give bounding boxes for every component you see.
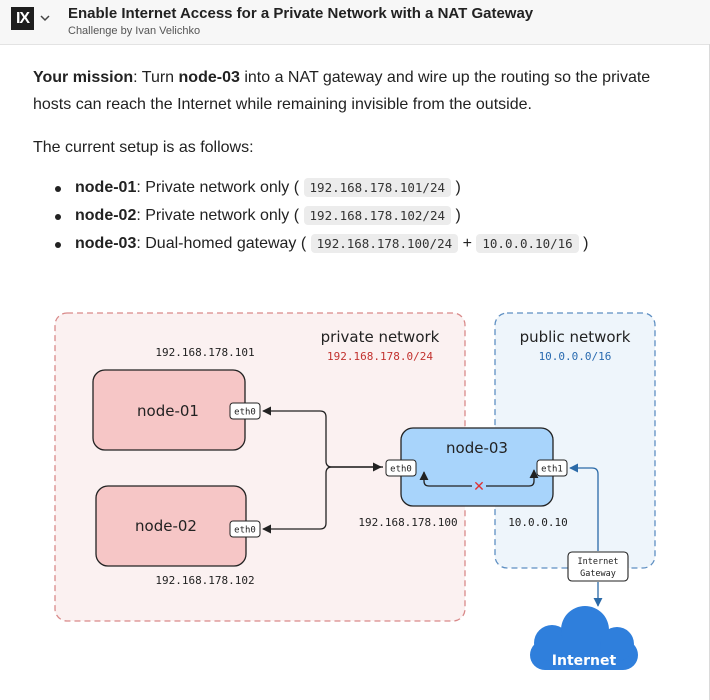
mission-node: node-03: [178, 69, 240, 86]
node-desc: : Dual-homed gateway (: [136, 235, 307, 252]
node03-eth0-label: eth0: [390, 465, 412, 475]
node03-eth0-port: [385, 459, 417, 477]
list-item: node-01: Private network only ( 192.168.…: [33, 174, 673, 202]
forwarding-blocked-x: ✕: [473, 478, 485, 494]
node03-eth1-port: [536, 459, 568, 477]
mission-text-2: into a NAT gateway and wire up the routi…: [33, 69, 651, 113]
list-item: node-03: Dual-homed gateway ( 192.168.17…: [33, 230, 673, 258]
challenge-content: Your mission: Turn node-03 into a NAT ga…: [33, 64, 673, 258]
node03-right-ip: 10.0.0.10: [508, 516, 568, 529]
network-diagram: private network 192.168.178.0/24 public …: [54, 312, 656, 670]
node03-eth1-label: eth1: [541, 465, 563, 475]
mission-text-1: : Turn: [133, 69, 179, 86]
node-name: node-02: [75, 207, 137, 224]
internet-label: Internet: [552, 653, 617, 669]
public-network-cidr: 10.0.0.0/16: [539, 350, 612, 363]
node01-ip: 192.168.178.101: [155, 346, 254, 359]
ip-code: 192.168.178.102/24: [303, 206, 451, 225]
node02-label: node-02: [135, 517, 197, 535]
page-title: Enable Internet Access for a Private Net…: [68, 5, 534, 22]
internet-cloud: [530, 606, 638, 670]
node-name: node-01: [75, 179, 137, 196]
node01-label: node-01: [137, 402, 199, 420]
node-desc: : Private network only (: [136, 179, 300, 196]
node01-eth0-label: eth0: [234, 408, 256, 418]
x-mark-bg: [472, 478, 486, 494]
internet-gateway-line2: Gateway: [580, 569, 616, 579]
ip-code: 10.0.0.10/16: [476, 234, 579, 253]
node02-eth0-port: [229, 520, 261, 538]
public-network-title: public network: [520, 328, 631, 346]
node03-left-ip: 192.168.178.100: [358, 516, 457, 529]
node-desc: : Private network only (: [136, 207, 300, 224]
node-list: node-01: Private network only ( 192.168.…: [33, 174, 673, 258]
node-name: node-03: [75, 235, 137, 252]
mission-paragraph: Your mission: Turn node-03 into a NAT ga…: [33, 64, 673, 118]
ip-code: 192.168.178.101/24: [303, 178, 451, 197]
node-close: ): [455, 179, 461, 196]
list-item: node-02: Private network only ( 192.168.…: [33, 202, 673, 230]
header-bar: IX Enable Internet Access for a Private …: [0, 0, 710, 45]
node02-ip: 192.168.178.102: [155, 574, 254, 587]
ip-joiner: +: [462, 235, 472, 252]
ip-code: 192.168.178.100/24: [310, 234, 459, 253]
private-network-cidr: 192.168.178.0/24: [327, 350, 433, 363]
node-close: ): [455, 207, 461, 224]
internet-gateway-line1: Internet: [578, 557, 619, 567]
node01-eth0-port: [229, 402, 261, 420]
challenge-card: Your mission: Turn node-03 into a NAT ga…: [0, 44, 710, 700]
page-subtitle: Challenge by Ivan Velichko: [68, 25, 201, 37]
setup-intro: The current setup is as follows:: [33, 139, 254, 156]
chevron-down-icon[interactable]: [38, 11, 52, 25]
private-network-title: private network: [321, 328, 440, 346]
node03-label: node-03: [446, 439, 508, 457]
link-gateway-to-node03: [569, 463, 599, 551]
node02-eth0-label: eth0: [234, 526, 256, 536]
node-close: ): [583, 235, 589, 252]
internet-gateway-box: [567, 551, 629, 582]
site-logo[interactable]: IX: [11, 7, 34, 30]
mission-label: Your mission: [33, 69, 134, 86]
